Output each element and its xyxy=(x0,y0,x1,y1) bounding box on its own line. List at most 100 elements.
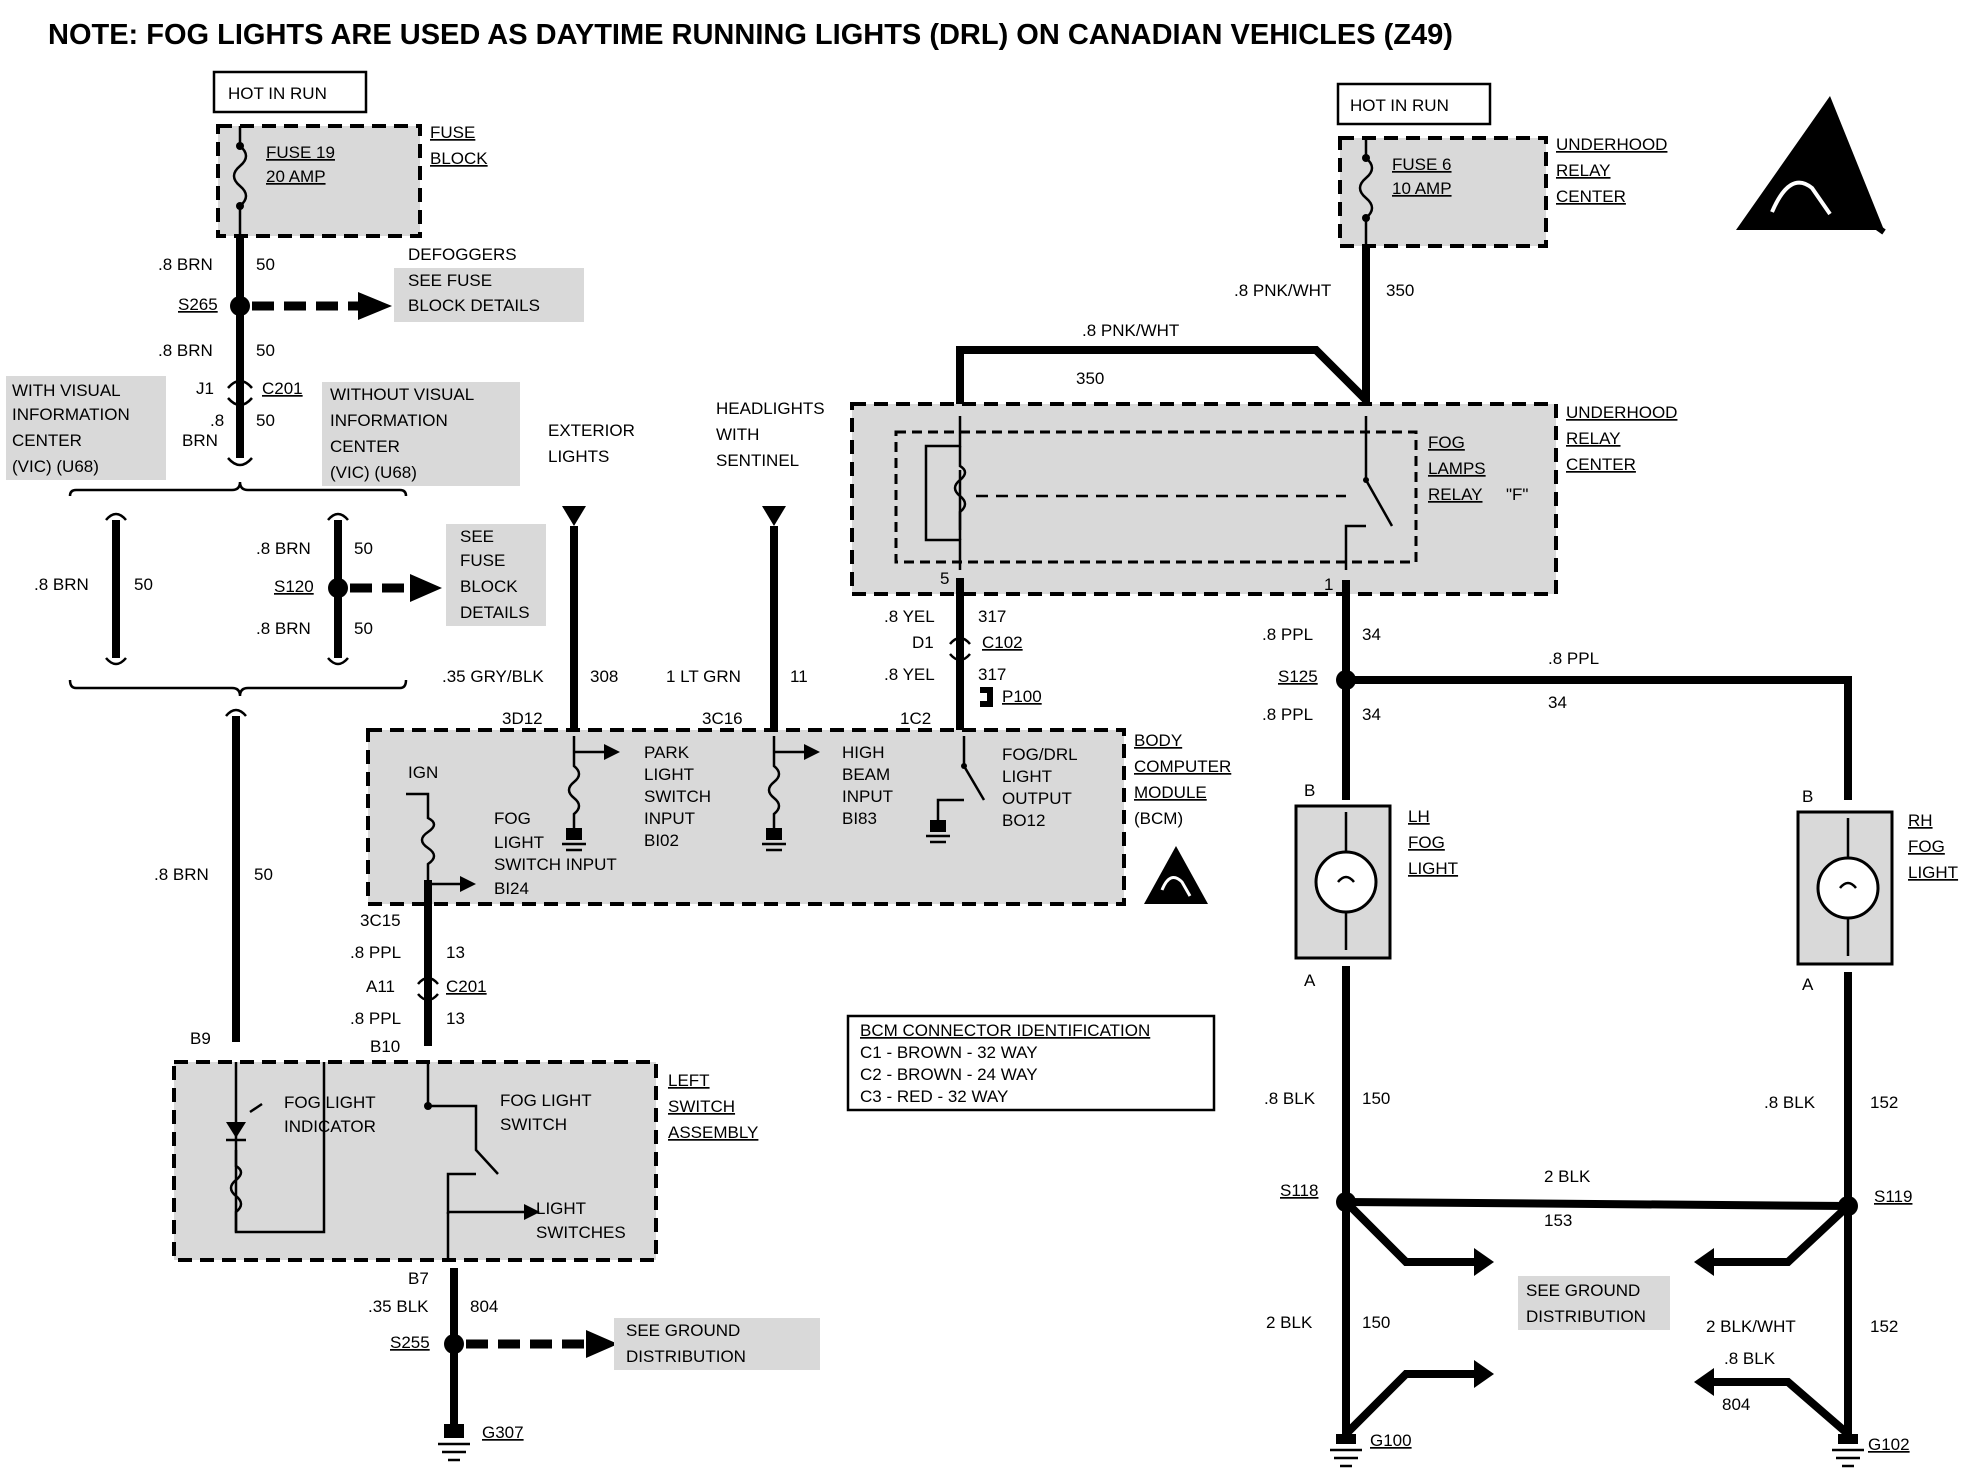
connector-c102: C102 xyxy=(982,633,1023,652)
rh-name-1: RH xyxy=(1908,811,1933,830)
wire-50-c-gauge1: .8 xyxy=(210,411,224,430)
fog-relay-name-1: FOG xyxy=(1428,433,1465,452)
wire-350-b-gauge: .8 PNK/WHT xyxy=(1082,321,1179,340)
see-ground-left-1: SEE GROUND xyxy=(626,1321,740,1340)
wire-50-b-gauge: .8 BRN xyxy=(158,341,213,360)
wire-150-b-gauge: 2 BLK xyxy=(1266,1313,1313,1332)
wire-317-b-num: 317 xyxy=(978,665,1006,684)
wire-350-b-num: 350 xyxy=(1076,369,1104,388)
bcm-name-1: BODY xyxy=(1134,731,1182,750)
wire-152-b-num: 152 xyxy=(1870,1317,1898,1336)
ground-g307-icon xyxy=(438,1424,470,1462)
wire-11-num: 11 xyxy=(790,667,808,686)
relay-fuse-section: HOT IN RUN FUSE 6 10 AMP UNDERHOOD RELAY… xyxy=(1336,82,1886,248)
drl-output-2: LIGHT xyxy=(1002,767,1052,786)
wire-50-c-gauge2: BRN xyxy=(182,431,218,450)
fog-relay-section: .8 PNK/WHT 350 .8 PNK/WHT 350 2 4 FOG LA… xyxy=(850,246,1677,730)
park-input-1: PARK xyxy=(644,743,690,762)
wire-152-num: 152 xyxy=(1870,1093,1898,1112)
pin-3c15: 3C15 xyxy=(360,911,401,930)
rh-name-2: FOG xyxy=(1908,837,1945,856)
ground-g100-icon xyxy=(1330,1434,1362,1468)
fuse-6-amp: 10 AMP xyxy=(1392,179,1452,198)
splice-s120 xyxy=(328,578,348,598)
pin-b10: B10 xyxy=(370,1037,400,1056)
light-switches-1: LIGHT xyxy=(536,1199,586,1218)
fog-relay-name-4: "F" xyxy=(1506,485,1528,504)
wire-13-b-num: 13 xyxy=(446,1009,465,1028)
connector-a11: A11 xyxy=(366,977,395,996)
splice-s265 xyxy=(230,296,250,316)
connector-j1: J1 xyxy=(196,379,214,398)
with-vic-1: WITH VISUAL xyxy=(12,381,121,400)
high-beam-2: BEAM xyxy=(842,765,890,784)
ground-g100: G100 xyxy=(1370,1431,1412,1450)
wire-804-r-gauge: .8 BLK xyxy=(1724,1349,1776,1368)
wire-153-gauge: 2 BLK xyxy=(1544,1167,1591,1186)
hot-in-run-box-right xyxy=(1336,82,1492,126)
bcm-name-3: MODULE xyxy=(1134,783,1207,802)
fog-switch-2: SWITCH xyxy=(500,1115,567,1134)
see-fuse-1b: BLOCK DETAILS xyxy=(408,296,540,315)
park-input-2: LIGHT xyxy=(644,765,694,784)
hot-in-run-left: HOT IN RUN xyxy=(228,84,327,103)
fog-switch-input-4: BI24 xyxy=(494,879,529,898)
fog-indicator-2: INDICATOR xyxy=(284,1117,376,1136)
wire-50-a-gauge: .8 BRN xyxy=(158,255,213,274)
high-beam-4: BI83 xyxy=(842,809,877,828)
relay-fuse-box xyxy=(1338,136,1548,248)
see-ground-right-1: SEE GROUND xyxy=(1526,1281,1640,1300)
with-vic-box xyxy=(6,376,166,480)
wire-11-gauge: 1 LT GRN xyxy=(666,667,741,686)
wire-34-b-num: 34 xyxy=(1548,693,1567,712)
park-input-5: BI02 xyxy=(644,831,679,850)
bcm-connector-c2: C2 - BROWN - 24 WAY xyxy=(860,1065,1038,1084)
headlights-1: HEADLIGHTS xyxy=(716,399,825,418)
lh-name-3: LIGHT xyxy=(1408,859,1458,878)
see-fuse-2c: BLOCK xyxy=(460,577,518,596)
relay-center-top-2: RELAY xyxy=(1556,161,1611,180)
fog-switch-1: FOG LIGHT xyxy=(500,1091,592,1110)
ground-g307: G307 xyxy=(482,1423,524,1442)
wire-804-gauge: .35 BLK xyxy=(368,1297,429,1316)
exterior-lights-1: EXTERIOR xyxy=(548,421,635,440)
bcm-ign: IGN xyxy=(408,763,438,782)
switch-assy-name-3: ASSEMBLY xyxy=(668,1123,758,1142)
without-vic-3: CENTER xyxy=(330,437,400,456)
wire-50-left-num: 50 xyxy=(134,575,153,594)
right-fog-lights-section: .8 PPL 34 S125 .8 PPL 34 .8 PPL 34 B LH … xyxy=(1262,580,1958,1468)
fuse-19-amp: 20 AMP xyxy=(266,167,326,186)
wire-50-low-num: 50 xyxy=(254,865,273,884)
fuse-19-symbol xyxy=(232,126,248,236)
wire-34-c-num: 34 xyxy=(1362,705,1381,724)
see-fuse-box-1 xyxy=(394,268,584,322)
without-vic-1: WITHOUT VISUAL xyxy=(330,385,474,404)
hot-in-run-right: HOT IN RUN xyxy=(1350,96,1449,115)
see-ground-right-2: DISTRIBUTION xyxy=(1526,1307,1646,1326)
wire-152-b-gauge: 2 BLK/WHT xyxy=(1706,1317,1796,1336)
bcm-connector-id-title: BCM CONNECTOR IDENTIFICATION xyxy=(860,1021,1150,1040)
pin-b9: B9 xyxy=(190,1029,211,1048)
splice-s118-label: S118 xyxy=(1280,1181,1318,1200)
wire-317-b-gauge: .8 YEL xyxy=(884,665,935,684)
see-ground-box-right xyxy=(1518,1276,1670,1330)
pin-3d12: 3D12 xyxy=(502,709,543,728)
drl-output-1: FOG/DRL xyxy=(1002,745,1078,764)
note-title: NOTE: FOG LIGHTS ARE USED AS DAYTIME RUN… xyxy=(48,19,1453,51)
without-vic-box xyxy=(322,382,520,486)
wire-317-a-gauge: .8 YEL xyxy=(884,607,935,626)
bcm-connector-id-box xyxy=(846,1014,1216,1112)
esd-warning-icon-small xyxy=(1144,846,1208,904)
headlights-2: WITH xyxy=(716,425,759,444)
lh-pin-b: B xyxy=(1304,781,1315,800)
lh-fog-bulb-icon xyxy=(1314,850,1378,914)
splice-s125-label: S125 xyxy=(1278,667,1318,686)
fog-indicator-1: FOG LIGHT xyxy=(284,1093,376,1112)
wire-50-s120-bot-gauge: .8 BRN xyxy=(256,619,311,638)
see-fuse-2d: DETAILS xyxy=(460,603,530,622)
wire-50-s120-bot-num: 50 xyxy=(354,619,373,638)
pin-3c16: 3C16 xyxy=(702,709,743,728)
left-switch-assembly-box xyxy=(172,1060,658,1262)
exterior-lights-2: LIGHTS xyxy=(548,447,609,466)
relay-center-2: RELAY xyxy=(1566,429,1621,448)
